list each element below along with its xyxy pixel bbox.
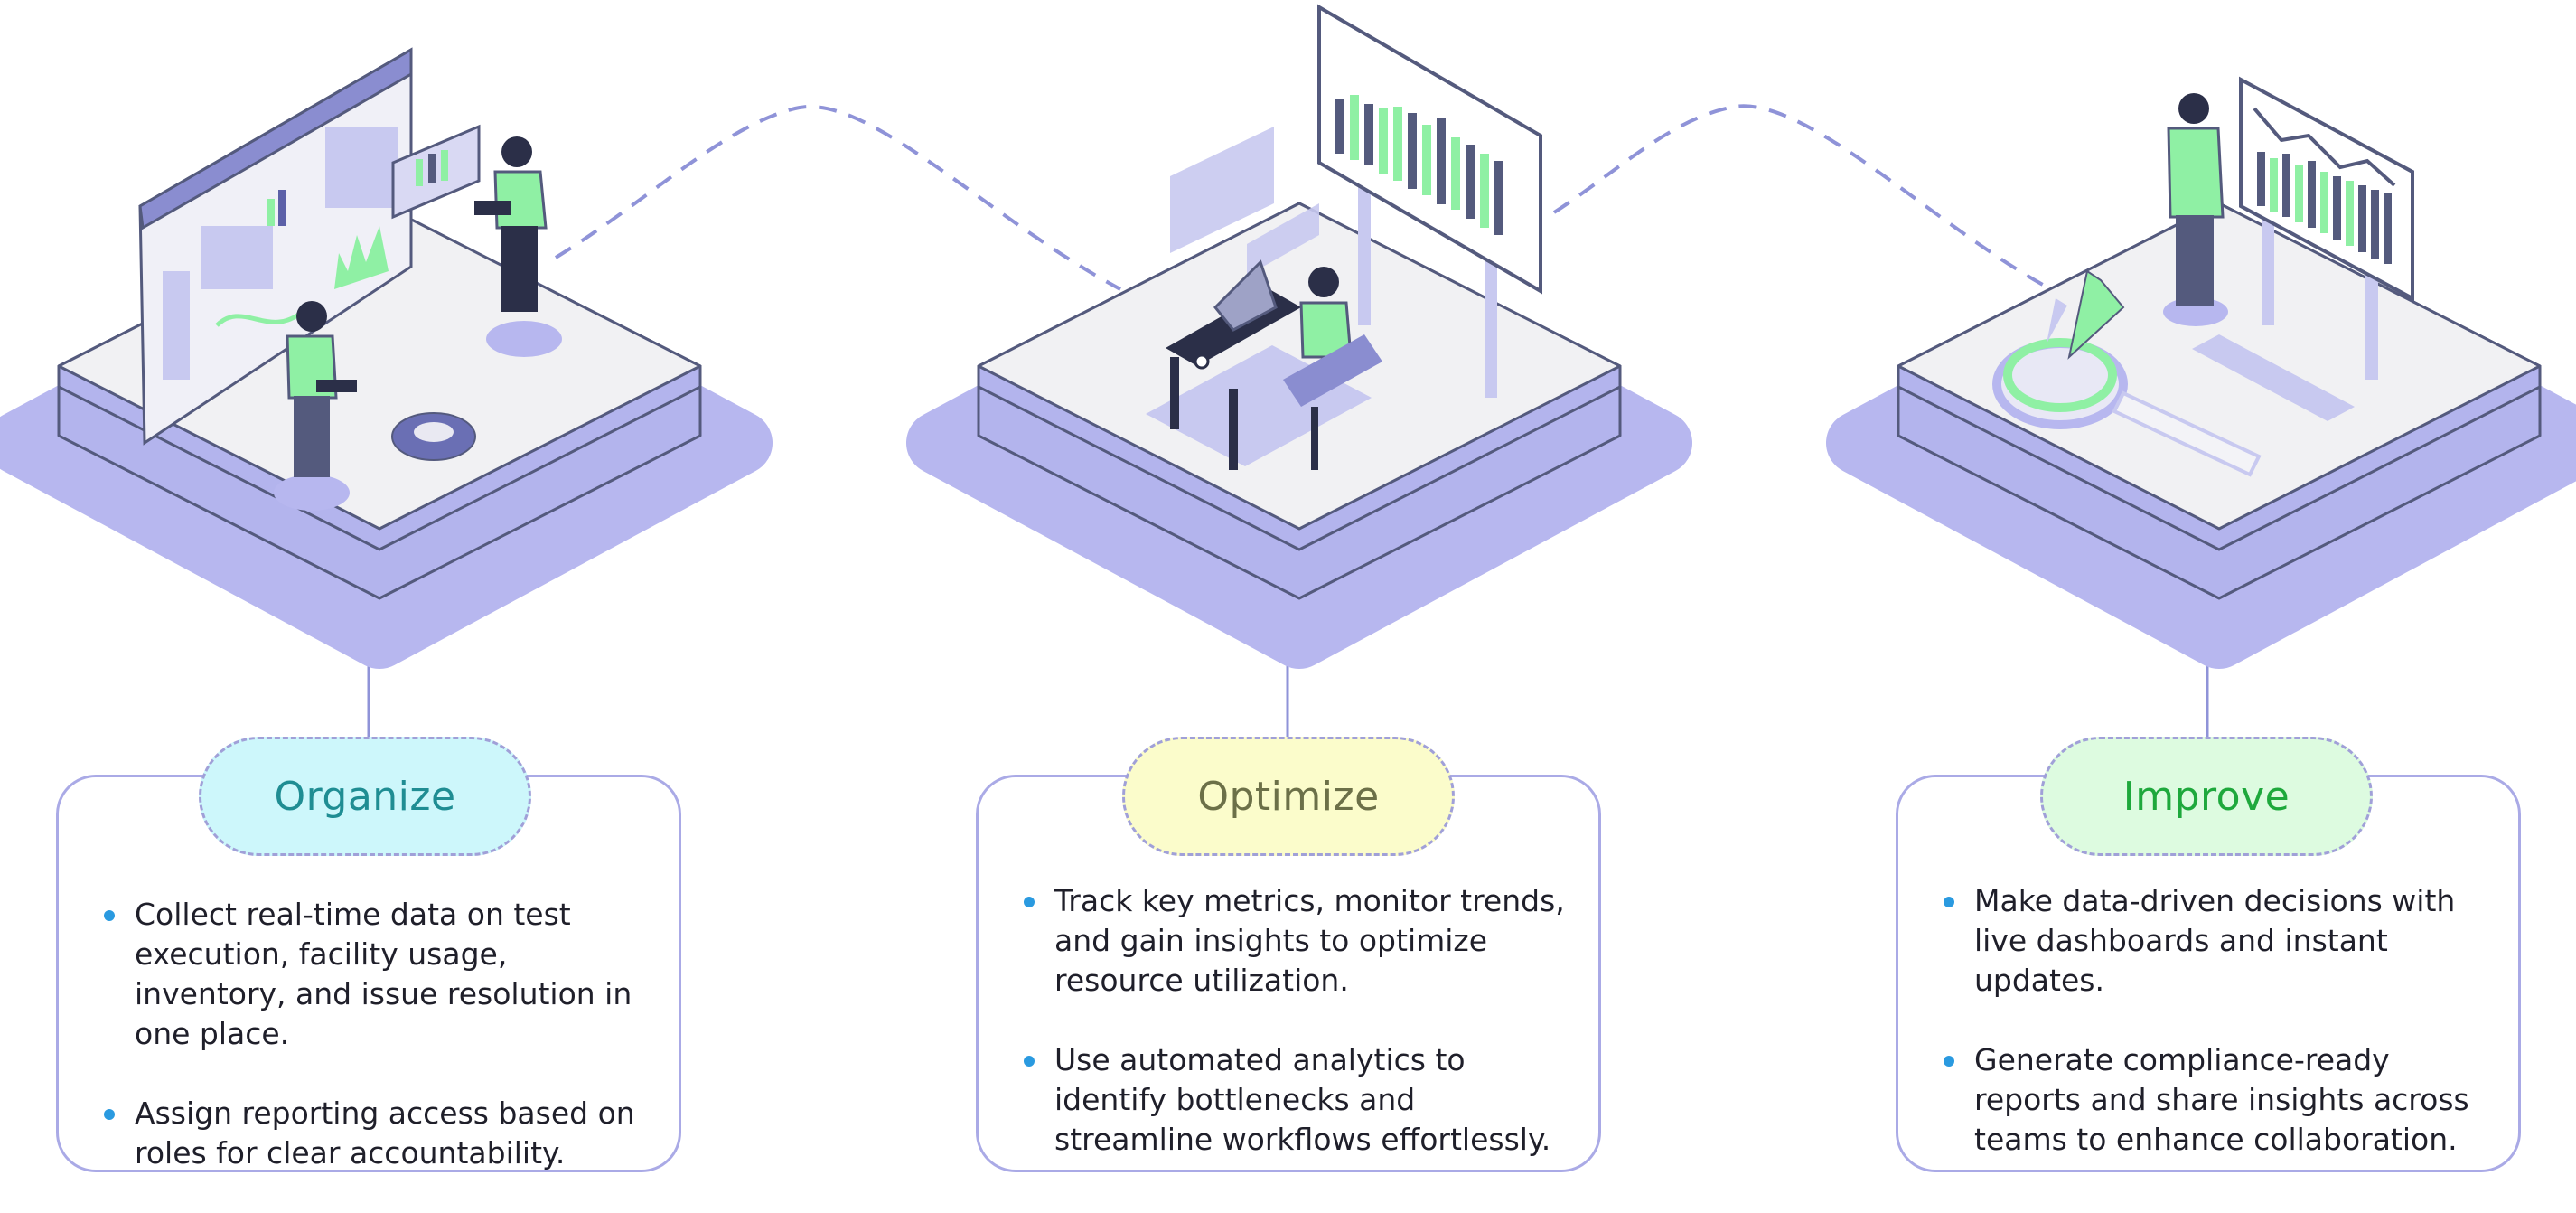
person-with-tablet-1 (286, 301, 357, 477)
stage-card-optimize: Track key metrics, monitor trends, and g… (976, 775, 1601, 1172)
bullet-list: Collect real-time data on test execution… (104, 895, 651, 1213)
bullet-item: Track key metrics, monitor trends, and g… (1024, 881, 1571, 1001)
bullet-item: Use automated analytics to identify bott… (1024, 1040, 1571, 1160)
bullet-list: Make data-driven decisions with live das… (1944, 881, 2491, 1199)
stage-title-organize: Organize (199, 737, 531, 856)
bullet-item: Assign reporting access based on roles f… (104, 1094, 651, 1173)
stage-title-improve: Improve (2040, 737, 2373, 856)
dashboard-board-illustration (138, 47, 481, 446)
platform-improve (1858, 203, 2576, 637)
connector-line-1 (554, 105, 1121, 291)
illustration-scene (0, 4, 2576, 737)
trend-board-illustration (2239, 76, 2414, 380)
bullet-list: Track key metrics, monitor trends, and g… (1024, 881, 1571, 1199)
platform-organize (18, 203, 741, 637)
bullet-item: Make data-driven decisions with live das… (1944, 881, 2491, 1001)
magnifier-growth-illustration (1992, 269, 2262, 477)
person-with-arms-crossed (2163, 93, 2228, 326)
analytics-board-illustration (1170, 4, 1542, 398)
stage-title-optimize: Optimize (1122, 737, 1455, 856)
connector-line-2 (1552, 104, 2052, 291)
person-with-tablet-2 (474, 136, 548, 312)
platform-optimize (938, 203, 1661, 637)
bullet-item: Generate compliance-ready reports and sh… (1944, 1040, 2491, 1160)
person-at-desk (1166, 259, 1382, 470)
bullet-item: Collect real-time data on test execution… (104, 895, 651, 1054)
gear-icon (391, 412, 476, 461)
